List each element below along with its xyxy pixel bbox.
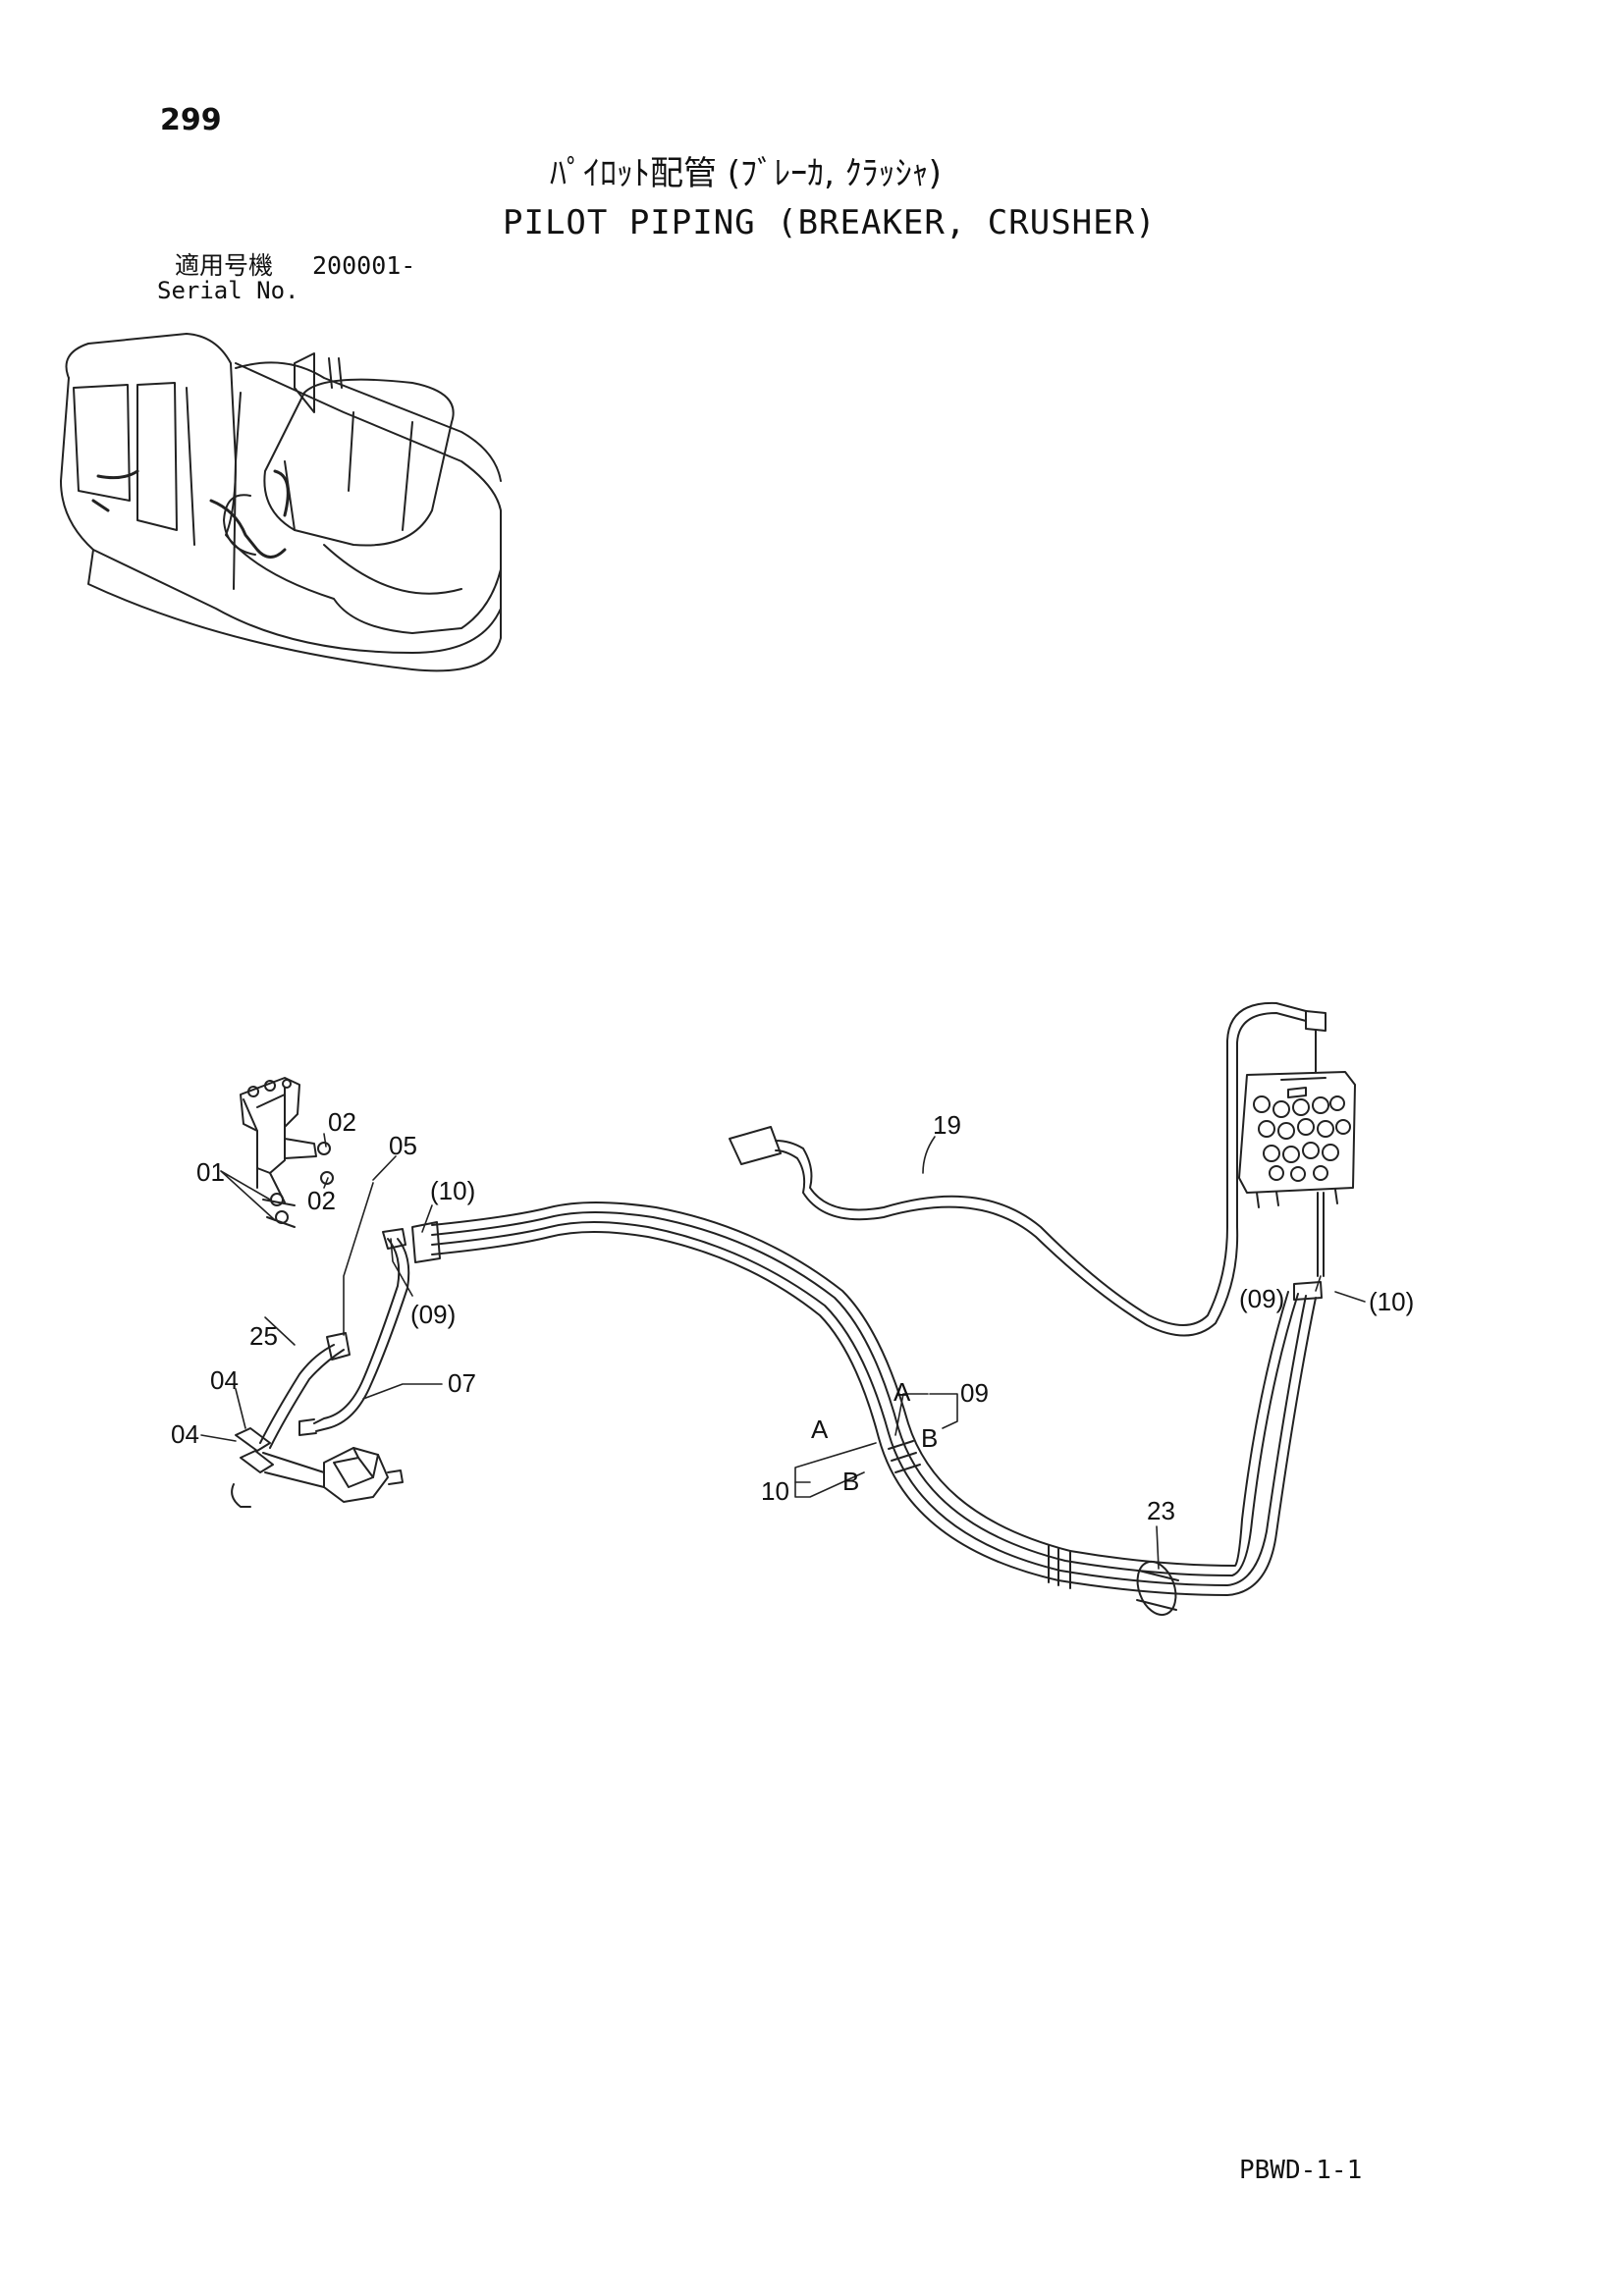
leader-lines [200, 1133, 1366, 1570]
pilot-valve-assembly [240, 1077, 334, 1228]
callout-23: 23 [1147, 1496, 1175, 1525]
hose-09 [431, 1221, 1317, 1596]
hose-10 [431, 1201, 1299, 1576]
callout-25: 25 [249, 1321, 278, 1351]
serial-number-value: 200001- [312, 251, 416, 280]
callout-10-left: (10) [430, 1176, 475, 1205]
document-code: PBWD-1-1 [1239, 2156, 1363, 2185]
excavator-location-illustration [60, 333, 502, 672]
serial-label-english: Serial No. [157, 277, 299, 304]
title-english: PILOT PIPING (BREAKER, CRUSHER) [503, 203, 1157, 242]
callout-04-upper: 04 [210, 1365, 239, 1395]
control-valve-assembly [1238, 1030, 1356, 1277]
callout-10: 10 [761, 1476, 789, 1506]
label-a-10: A [811, 1415, 829, 1444]
title-japanese: ﾊﾟｲﾛｯﾄ配管 (ﾌﾞﾚｰｶ, ｸﾗｯｼｬ) [550, 154, 942, 193]
label-b-10: B [842, 1467, 859, 1496]
callout-04-lower: 04 [171, 1419, 199, 1449]
callout-01: 01 [196, 1157, 225, 1187]
callout-07: 07 [448, 1368, 476, 1398]
hose-25 [259, 1332, 351, 1449]
callout-10-right: (10) [1369, 1287, 1414, 1316]
callout-09-left: (09) [410, 1300, 456, 1329]
serial-label-japanese: 適用号機 [175, 251, 274, 280]
selector-valve-assembly [231, 1427, 404, 1508]
callout-labels: 01 02 02 05 (10) (09) 25 07 04 04 19 (09… [171, 1107, 1414, 1525]
clamp-23 [1136, 1560, 1179, 1617]
callout-05: 05 [389, 1131, 417, 1160]
callout-02-upper: 02 [328, 1107, 356, 1137]
callout-09: 09 [960, 1378, 989, 1408]
callout-09-right: (09) [1239, 1284, 1284, 1313]
callout-02-lower: 02 [307, 1186, 336, 1215]
harness-19 [729, 1001, 1326, 1337]
label-b-09: B [921, 1423, 938, 1453]
callout-19: 19 [933, 1110, 961, 1140]
hose-fittings [411, 1221, 1323, 1589]
label-a-09: A [893, 1377, 911, 1407]
page-number: 299 [160, 103, 222, 137]
hose-07 [298, 1228, 410, 1436]
